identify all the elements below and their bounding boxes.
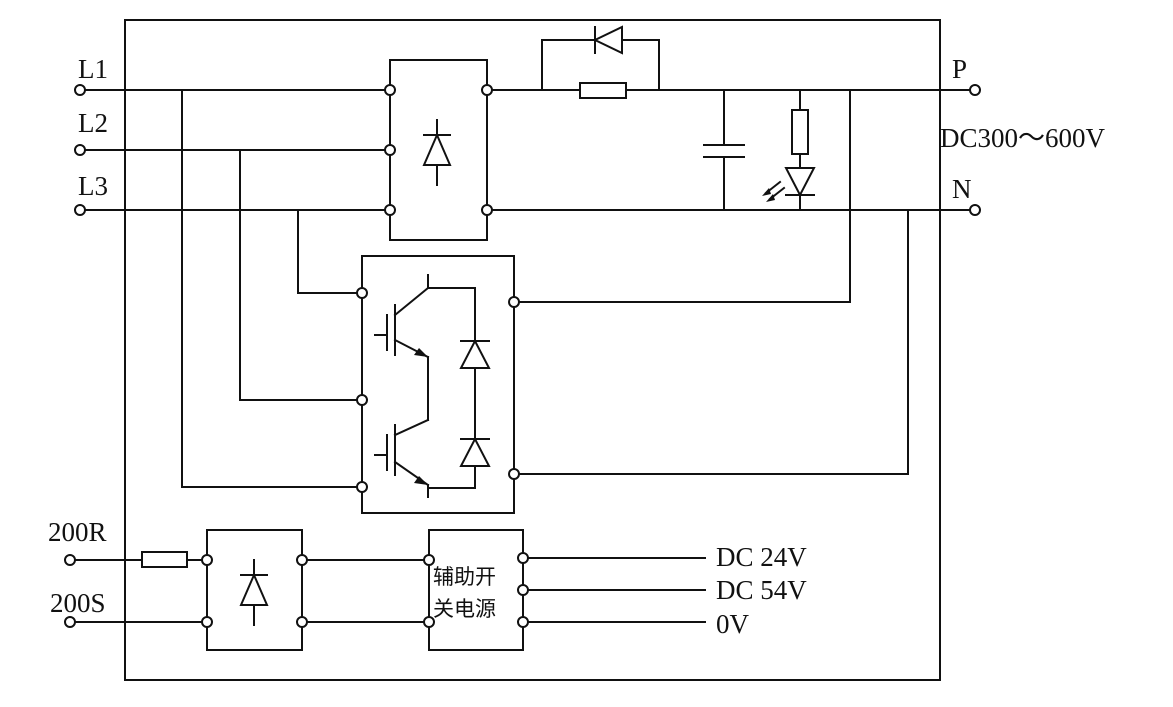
- terminal-label-p: P: [952, 54, 967, 84]
- aux-switching-power-supply: [428, 529, 524, 651]
- terminal-label-l1: L1: [78, 54, 108, 84]
- enclosure-frame: [124, 19, 941, 681]
- aux-supply-label-line2: 关电源: [433, 597, 496, 621]
- output-label-dc54v: DC 54V: [716, 575, 807, 605]
- terminals: [64, 84, 981, 628]
- terminal-label-200s: 200S: [50, 588, 106, 618]
- aux-wires: [69, 557, 706, 623]
- terminal-label-l3: L3: [78, 171, 108, 201]
- dc-link-capacitor: [703, 89, 745, 211]
- aux-supply-label-line1: 辅助开: [433, 565, 496, 589]
- main-rectifier: [389, 59, 488, 241]
- terminal-label-200r: 200R: [48, 517, 107, 547]
- aux-rectifier: [206, 529, 303, 651]
- dc-bus-voltage-label: DC300～600V: [940, 123, 1106, 153]
- terminal-label-n: N: [952, 174, 972, 204]
- precharge-circuit: [541, 25, 660, 99]
- aux-fuse: [141, 551, 188, 568]
- inverter-bridge: [361, 255, 515, 514]
- main-wires: [79, 89, 976, 488]
- charge-indicator-led: [762, 89, 816, 211]
- terminal-label-l2: L2: [78, 108, 108, 138]
- output-label-0v: 0V: [716, 609, 750, 639]
- output-label-dc24v: DC 24V: [716, 542, 807, 572]
